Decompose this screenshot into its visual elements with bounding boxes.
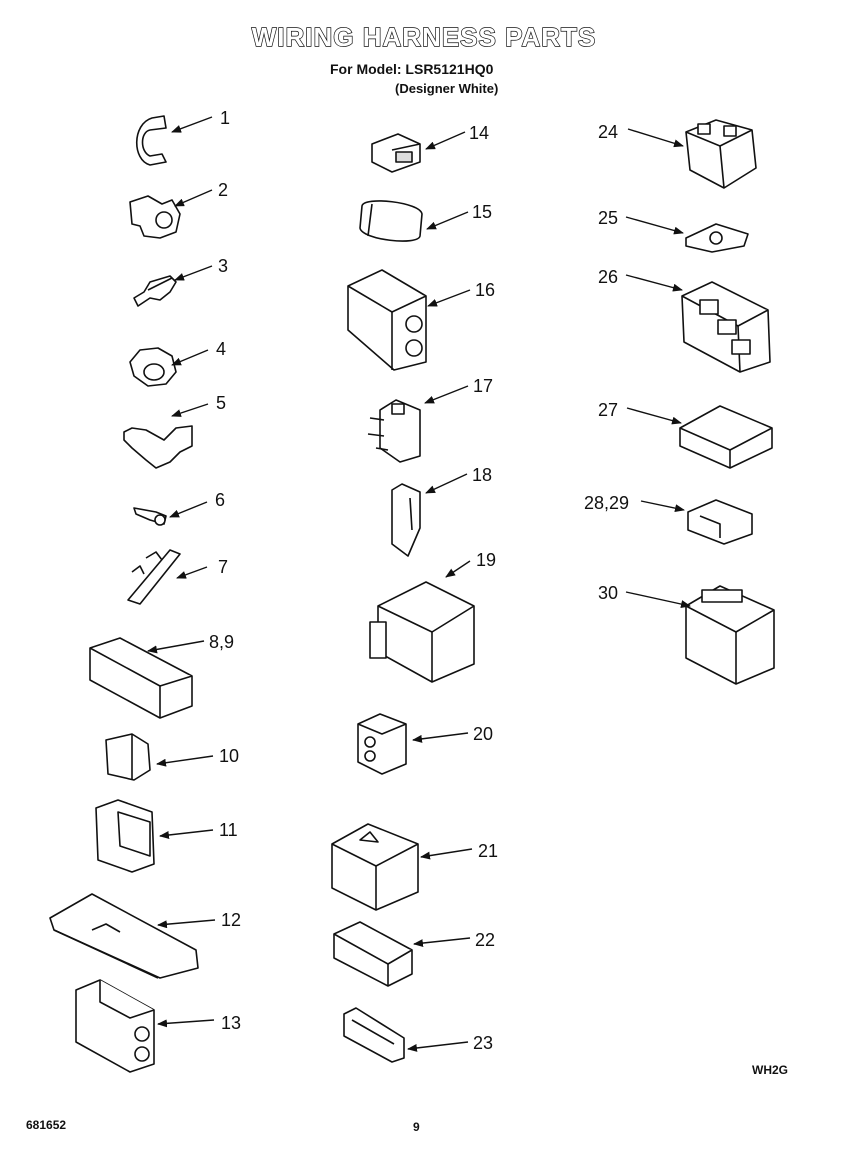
part-25-illustration bbox=[685, 223, 749, 253]
leader-line-27 bbox=[626, 407, 682, 425]
callout-label-8-9: 8,9 bbox=[209, 632, 234, 652]
leader-line-14 bbox=[425, 131, 466, 150]
callout-label-24: 24 bbox=[598, 122, 618, 142]
drawing-code: WH2G bbox=[752, 1063, 788, 1077]
callout-label-2: 2 bbox=[218, 180, 228, 200]
callout-label-22: 22 bbox=[475, 930, 495, 950]
part-23-illustration bbox=[343, 1007, 405, 1063]
callout-label-25: 25 bbox=[598, 208, 618, 228]
part-27-illustration bbox=[679, 405, 773, 469]
callout-layer: 12345678,9101112131415161718192021222324… bbox=[147, 108, 691, 1053]
leader-line-10 bbox=[156, 755, 214, 767]
part-14-illustration bbox=[371, 133, 421, 173]
callout-label-7: 7 bbox=[218, 557, 228, 577]
leader-line-21 bbox=[420, 848, 473, 860]
callout-label-23: 23 bbox=[473, 1033, 493, 1053]
part-21-illustration bbox=[331, 823, 419, 911]
leader-line-20 bbox=[412, 732, 469, 743]
part-11-illustration bbox=[95, 799, 155, 873]
leader-line-25 bbox=[625, 216, 684, 235]
part-1-illustration bbox=[136, 115, 167, 166]
leader-line-15 bbox=[426, 211, 469, 230]
part-6-illustration bbox=[133, 507, 167, 526]
model-variant: (Designer White) bbox=[395, 81, 499, 96]
callout-label-6: 6 bbox=[215, 490, 225, 510]
leader-line-12 bbox=[157, 919, 216, 929]
part-8-9-illustration bbox=[89, 637, 193, 719]
part-5-illustration bbox=[123, 425, 193, 469]
callout-label-5: 5 bbox=[216, 393, 226, 413]
part-2-illustration bbox=[129, 195, 181, 239]
leader-line-17 bbox=[424, 385, 469, 404]
callout-label-16: 16 bbox=[475, 280, 495, 300]
leader-line-4 bbox=[171, 349, 209, 366]
part-10-illustration bbox=[105, 733, 151, 781]
callout-label-3: 3 bbox=[218, 256, 228, 276]
callout-label-12: 12 bbox=[221, 910, 241, 930]
leader-line-24 bbox=[627, 128, 684, 148]
doc-number: 681652 bbox=[26, 1118, 67, 1132]
part-15-illustration bbox=[359, 200, 423, 242]
leader-line-22 bbox=[413, 937, 471, 948]
callout-label-13: 13 bbox=[221, 1013, 241, 1033]
callout-label-18: 18 bbox=[472, 465, 492, 485]
callout-label-1: 1 bbox=[220, 108, 230, 128]
leader-line-11 bbox=[159, 829, 214, 839]
leader-line-8-9 bbox=[147, 640, 205, 654]
part-30-illustration bbox=[685, 585, 775, 685]
leader-line-18 bbox=[425, 473, 468, 494]
leader-line-16 bbox=[427, 289, 471, 307]
part-7-illustration bbox=[127, 549, 181, 605]
model-line: For Model: LSR5121HQ0 bbox=[330, 61, 494, 77]
leader-line-2 bbox=[174, 189, 213, 207]
callout-label-27: 27 bbox=[598, 400, 618, 420]
leader-line-7 bbox=[176, 566, 208, 579]
leader-line-28-29 bbox=[640, 500, 685, 513]
leader-line-13 bbox=[157, 1019, 215, 1028]
callout-label-17: 17 bbox=[473, 376, 493, 396]
page-title: WIRING HARNESS PARTS bbox=[251, 21, 597, 52]
callout-label-28-29: 28,29 bbox=[584, 493, 629, 513]
page-number: 9 bbox=[413, 1120, 420, 1134]
leader-line-26 bbox=[625, 274, 683, 292]
leader-line-30 bbox=[625, 591, 691, 608]
parts-layer bbox=[49, 115, 775, 1073]
part-28-29-illustration bbox=[687, 499, 753, 545]
callout-label-19: 19 bbox=[476, 550, 496, 570]
callout-label-21: 21 bbox=[478, 841, 498, 861]
part-20-illustration bbox=[357, 713, 407, 775]
callout-label-15: 15 bbox=[472, 202, 492, 222]
part-13-illustration bbox=[75, 979, 155, 1073]
part-19-illustration bbox=[369, 581, 475, 683]
part-18-illustration bbox=[391, 483, 421, 557]
leader-line-23 bbox=[407, 1041, 469, 1052]
leader-line-1 bbox=[171, 116, 213, 133]
part-3-illustration bbox=[133, 275, 177, 307]
part-24-illustration bbox=[685, 119, 757, 189]
part-12-illustration bbox=[49, 893, 199, 979]
leader-line-3 bbox=[174, 265, 213, 281]
callout-label-10: 10 bbox=[219, 746, 239, 766]
part-17-illustration bbox=[367, 399, 421, 463]
part-4-illustration bbox=[129, 347, 177, 387]
callout-label-20: 20 bbox=[473, 724, 493, 744]
leader-line-19 bbox=[445, 560, 471, 578]
callout-label-14: 14 bbox=[469, 123, 489, 143]
callout-label-11: 11 bbox=[219, 820, 238, 840]
leader-line-5 bbox=[171, 403, 209, 417]
leader-line-6 bbox=[169, 501, 208, 518]
callout-label-26: 26 bbox=[598, 267, 618, 287]
part-22-illustration bbox=[333, 921, 413, 987]
part-16-illustration bbox=[347, 269, 427, 371]
part-26-illustration bbox=[681, 281, 771, 373]
callout-label-30: 30 bbox=[598, 583, 618, 603]
callout-label-4: 4 bbox=[216, 339, 226, 359]
